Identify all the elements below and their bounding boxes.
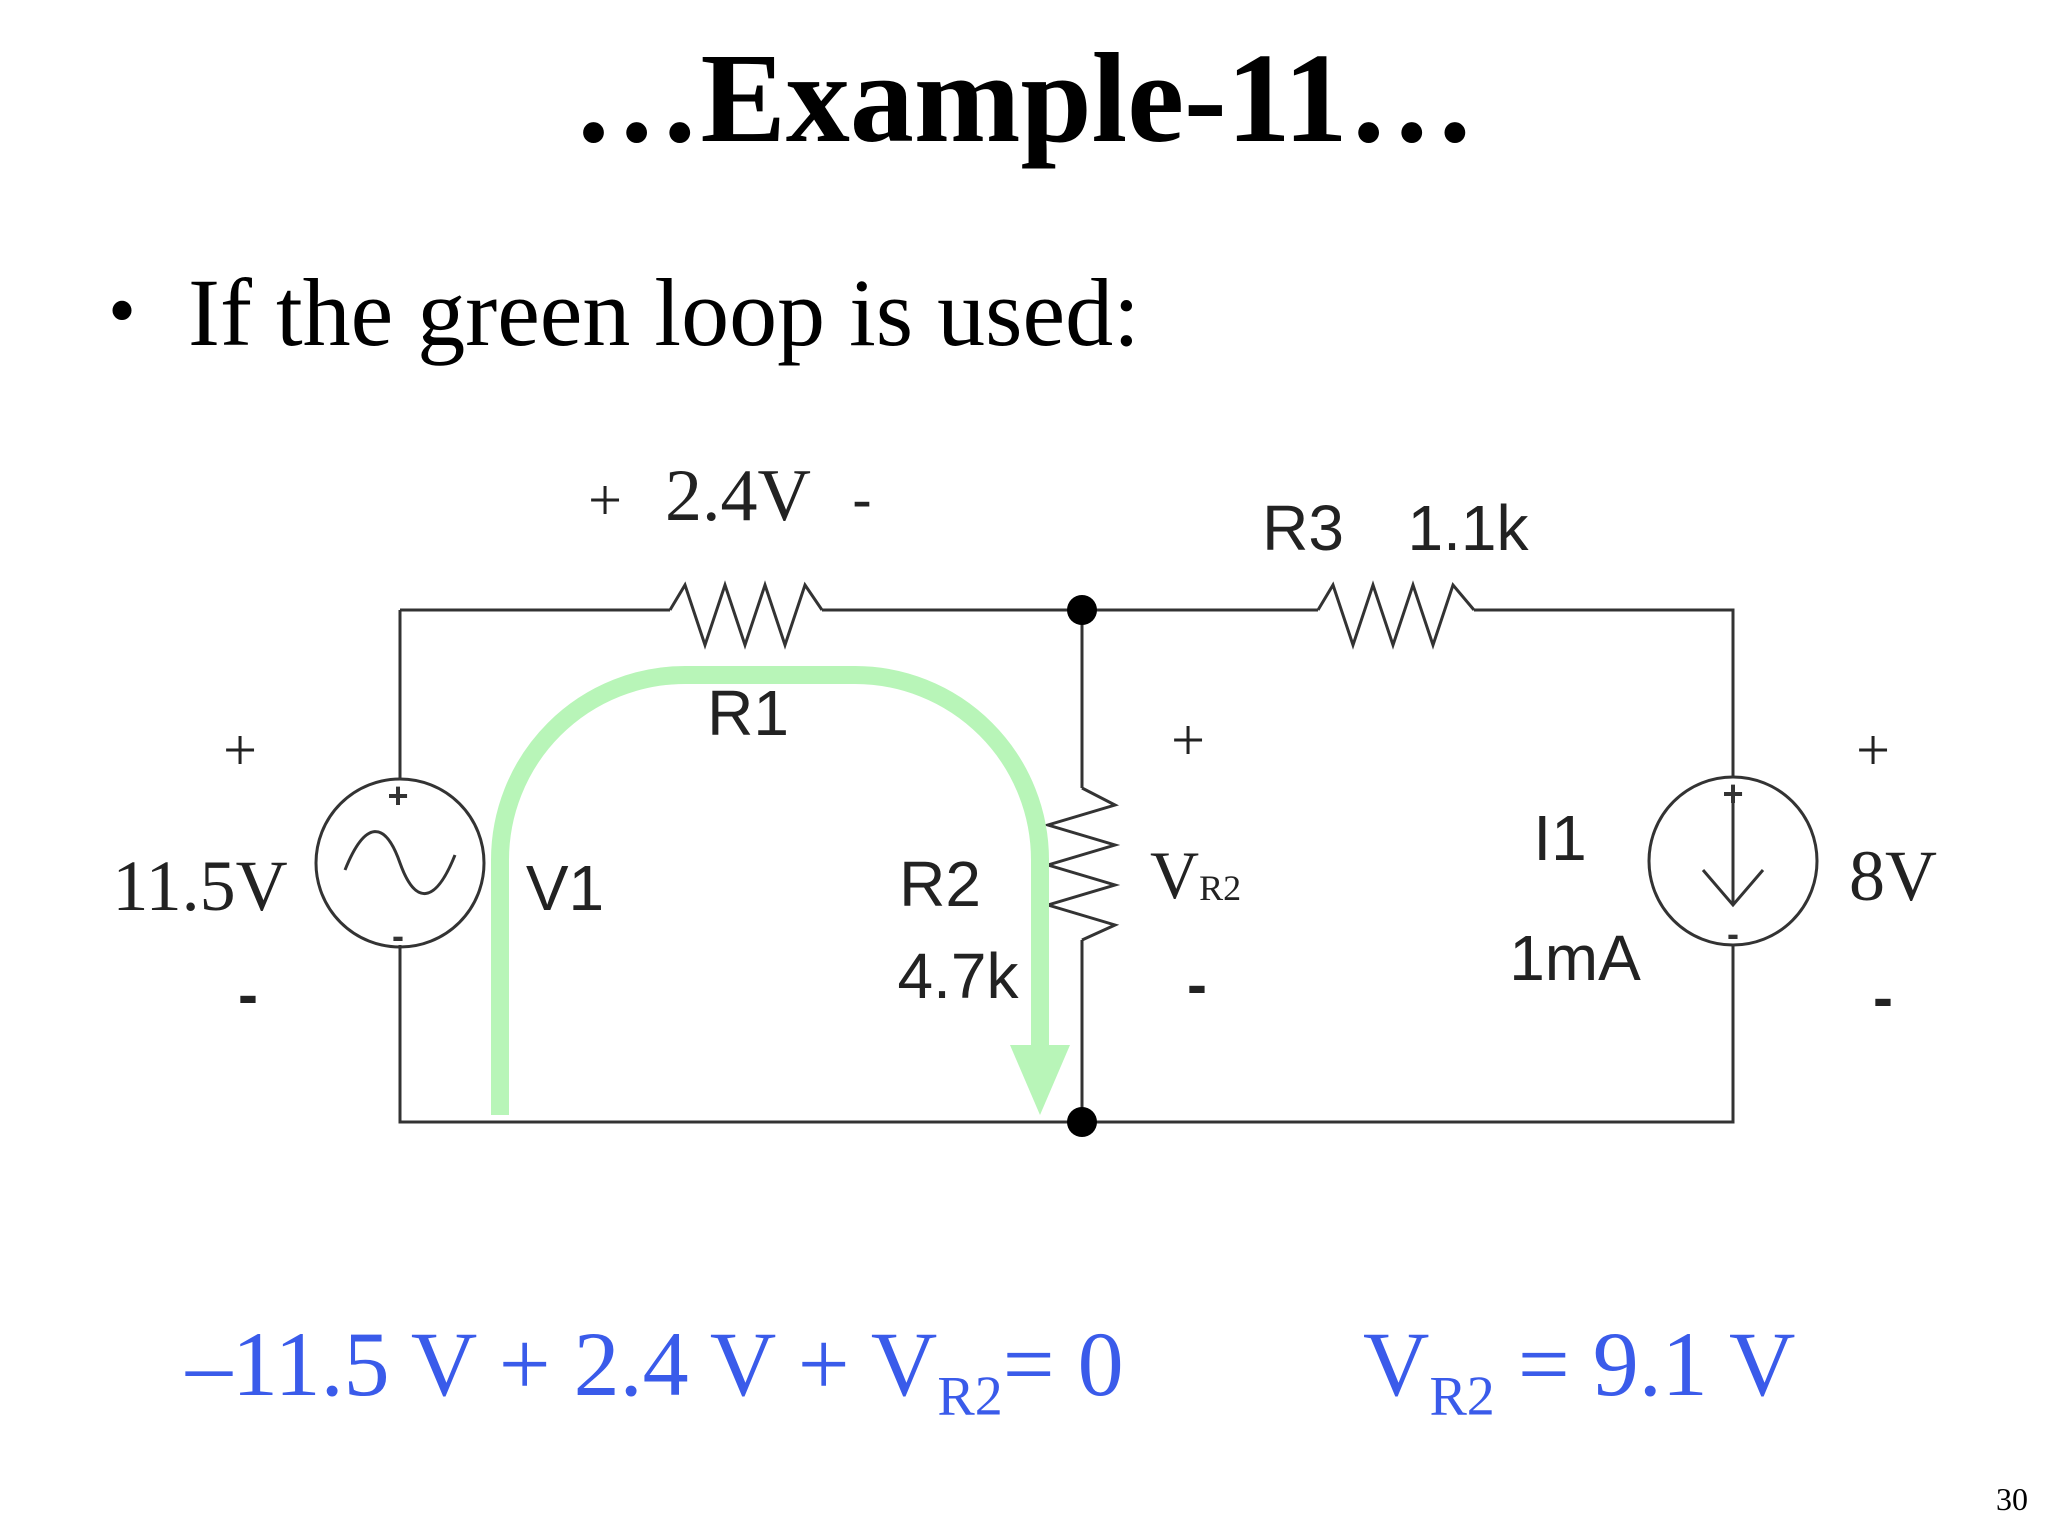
kvl-rhs: = 0 <box>1002 1313 1124 1415</box>
r1-minus-label: - <box>852 466 872 533</box>
resistor-r1 <box>668 580 824 650</box>
v1-name-label: V1 <box>526 852 604 924</box>
kvl-equation: –11.5 V + 2.4 V + VR2= 0 <box>186 1318 1124 1425</box>
i1-plus-mark: + <box>1722 773 1743 814</box>
vr2-minus-label: - <box>1187 951 1207 1018</box>
i1-value-label: 1mA <box>1509 922 1641 994</box>
wire-r3-to-right <box>1474 608 1735 777</box>
resistor-r2 <box>1042 786 1121 942</box>
vr2-sub: R2 <box>1199 868 1241 908</box>
v1-plus-mark: + <box>387 775 408 816</box>
bullet-dot: • <box>108 267 137 355</box>
r3-value-label: 1.1k <box>1408 492 1530 564</box>
v1-value-label: 11.5V <box>112 846 287 926</box>
vr2-label: VR2 <box>1150 837 1241 913</box>
current-source-i1 <box>1647 775 1819 947</box>
r2-value-label: 4.7k <box>898 940 1020 1012</box>
wire-left-bottom <box>398 945 1082 1124</box>
green-loop-arrowhead <box>1010 1045 1070 1115</box>
kvl-lhs: –11.5 V + 2.4 V + V <box>186 1313 938 1415</box>
v8-value-label: 8V <box>1849 836 1937 916</box>
resistor-r3 <box>1316 580 1476 650</box>
v8-plus-label: + <box>1856 717 1890 783</box>
slide-number: 30 <box>1996 1481 2028 1517</box>
i1-minus-mark: - <box>1727 913 1739 954</box>
voltage-source-v1 <box>314 777 486 949</box>
green-loop-arrow <box>491 666 1049 1115</box>
r3-name-label: R3 <box>1262 492 1344 564</box>
kvl-sub: R2 <box>937 1365 1003 1428</box>
v1-minus-mark: - <box>392 915 404 956</box>
r1-voltage-label: 2.4V <box>665 455 811 537</box>
node-top <box>1067 595 1097 625</box>
result-sub: R2 <box>1429 1365 1495 1428</box>
v1-minus-label: - <box>238 961 258 1028</box>
vr2-plus-label: + <box>1171 707 1205 773</box>
vr2-main: V <box>1150 837 1199 913</box>
r1-name-label: R1 <box>707 677 789 749</box>
result-equation: VR2 = 9.1 V <box>1363 1318 1795 1425</box>
i1-name-label: I1 <box>1533 802 1586 874</box>
sine-icon <box>343 830 457 895</box>
node-bottom <box>1067 1107 1097 1137</box>
bullet-text: If the green loop is used: <box>188 259 1140 366</box>
v8-minus-label: - <box>1873 964 1893 1031</box>
wire-right-bottom <box>1082 945 1735 1124</box>
slide-title: …Example-11… <box>572 27 1476 169</box>
result-lhs: V <box>1363 1313 1430 1415</box>
r2-name-label: R2 <box>899 848 981 920</box>
v1-plus-label: + <box>223 717 257 783</box>
result-rhs: = 9.1 V <box>1494 1313 1796 1415</box>
r1-plus-label: + <box>588 467 622 533</box>
